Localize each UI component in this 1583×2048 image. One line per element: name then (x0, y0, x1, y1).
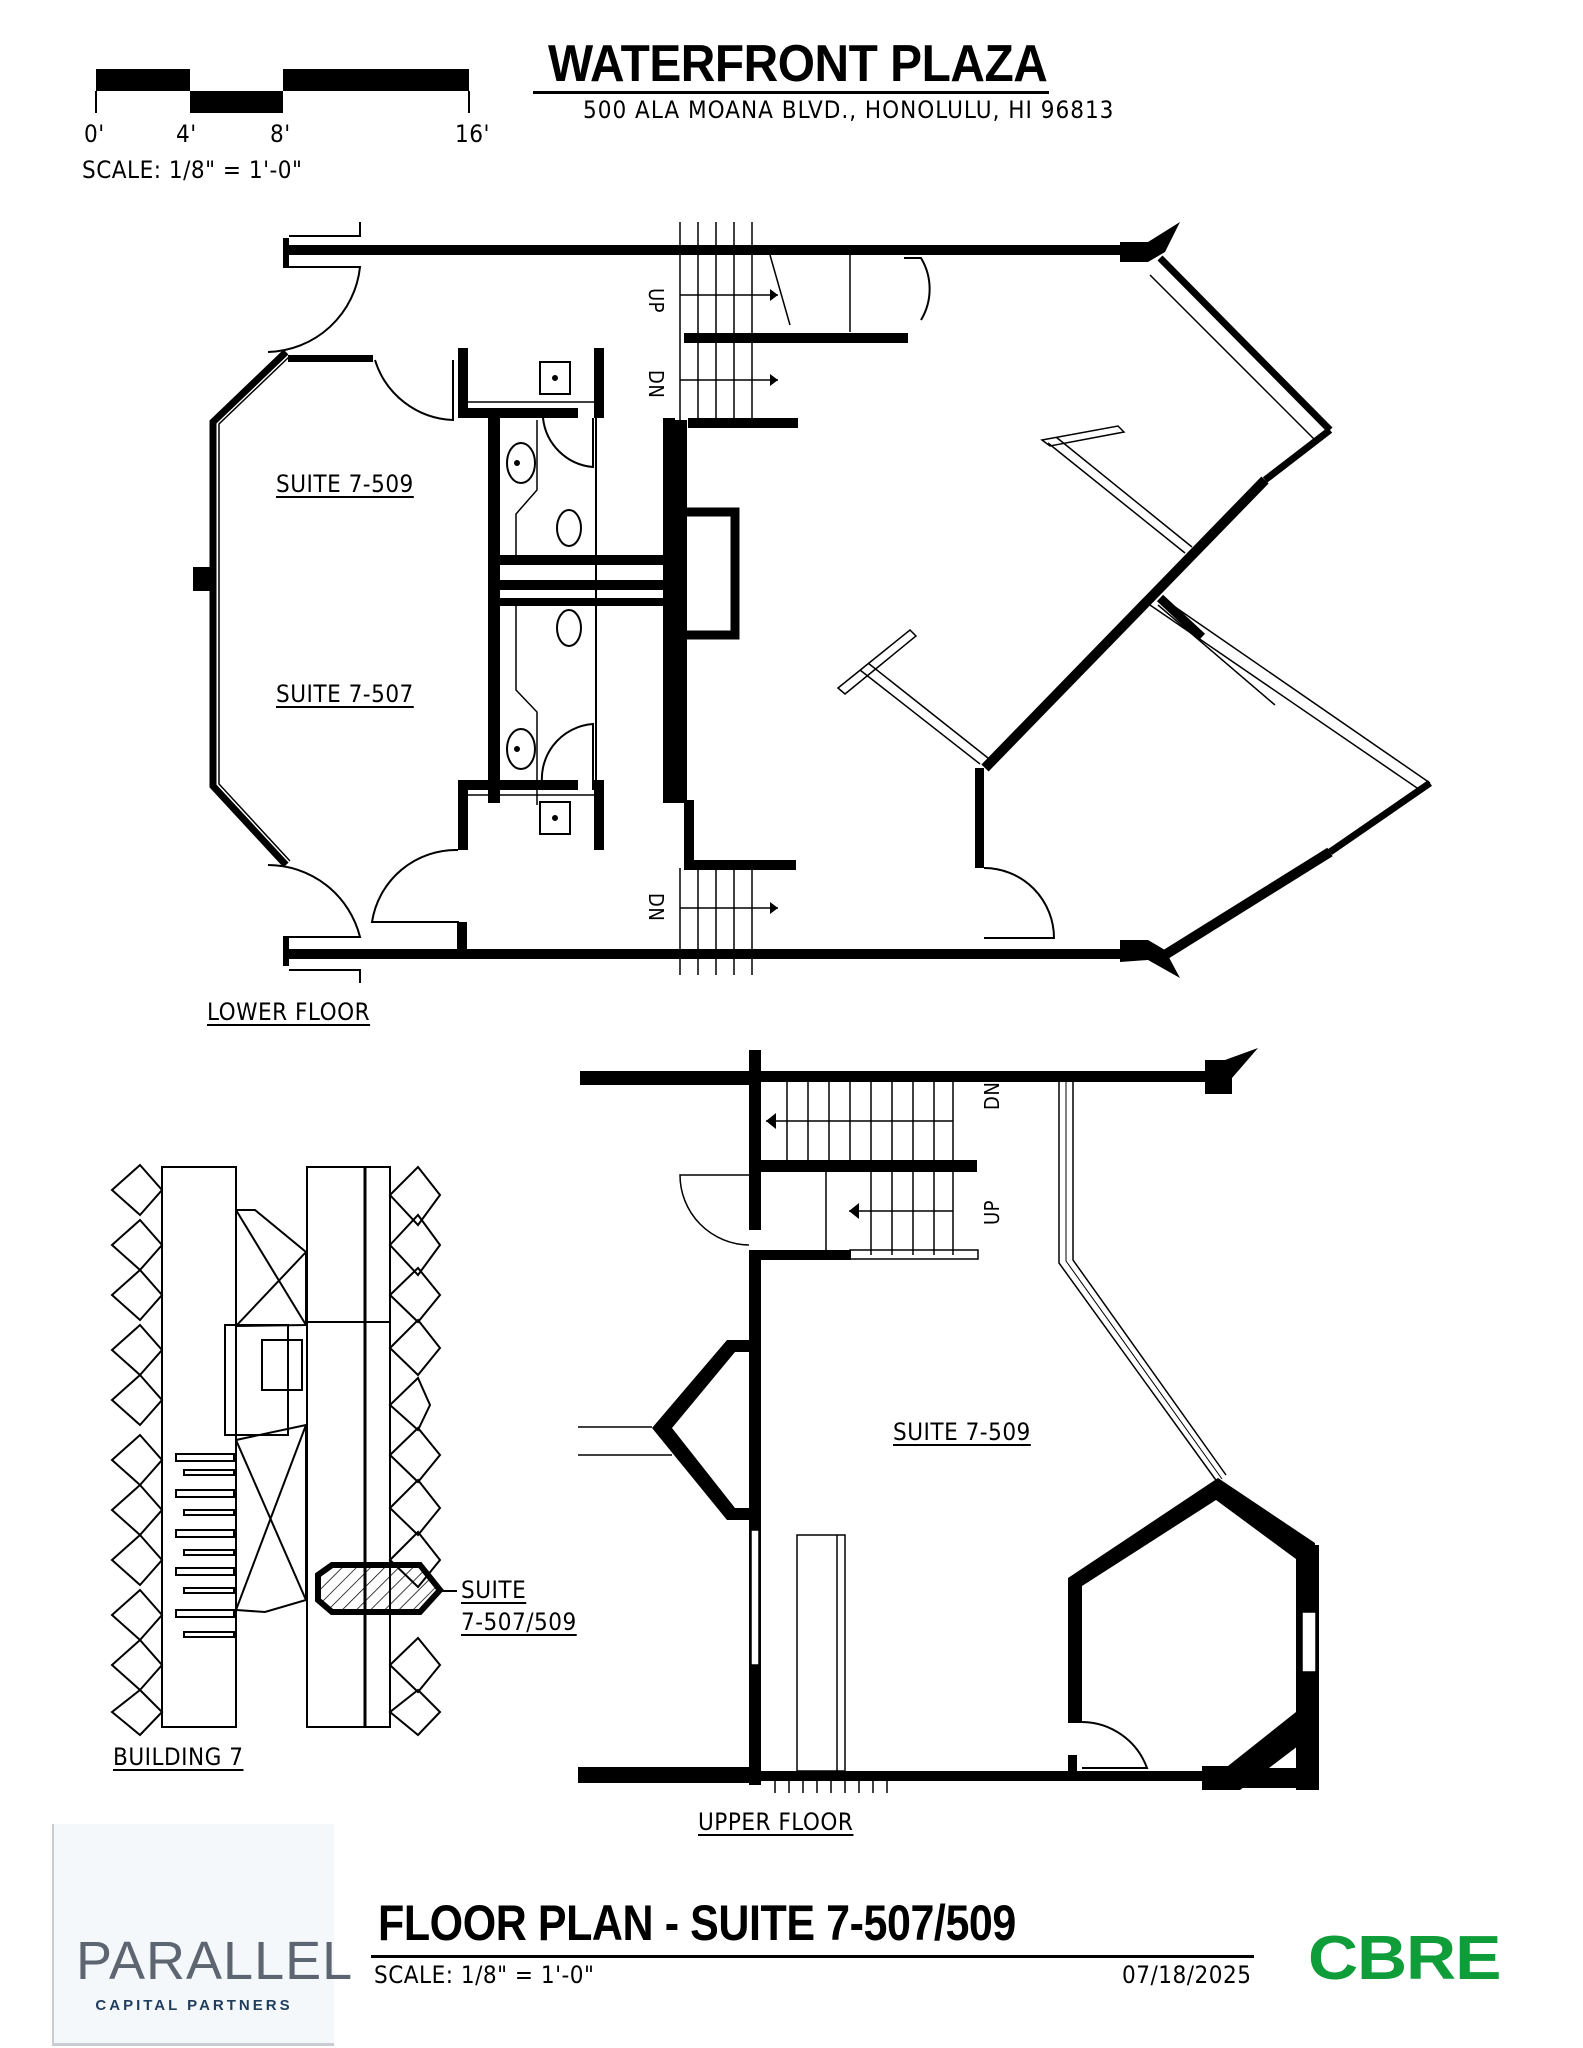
floor-plan-title: FLOOR PLAN - SUITE 7-507/509 (378, 1895, 1016, 1951)
upper-floor-plan (578, 1048, 1319, 1793)
lower-floor-label: LOWER FLOOR (207, 998, 371, 1026)
title-underline (533, 91, 1049, 94)
stair-dn-label-bottom: DN (644, 893, 668, 922)
scale-text: SCALE: 1/8" = 1'-0" (82, 156, 303, 184)
scale-bar (95, 69, 470, 113)
footer-date: 07/18/2025 (1122, 1961, 1252, 1989)
stair-dn-label-top: DN (644, 370, 668, 399)
suite-callout-line1: SUITE (461, 1576, 527, 1604)
footer-scale-text: SCALE: 1/8" = 1'-0" (374, 1961, 595, 1989)
scale-tick-4: 4' (176, 120, 197, 148)
stair-up-label-upper: UP (980, 1199, 1004, 1225)
parallel-wordmark: PARALLEL (76, 1931, 354, 1991)
room-label-suite-7-509-upper: SUITE 7-509 (893, 1418, 1031, 1446)
cbre-logo: CBRE (1308, 1924, 1501, 1993)
parallel-capital-partners-logo: PARALLEL CAPITAL PARTNERS (52, 1824, 352, 2046)
stair-up-label: UP (644, 288, 668, 314)
scale-tick-16: 16' (455, 120, 490, 148)
parallel-subtitle: CAPITAL PARTNERS (95, 1997, 293, 2014)
building-7-label: BUILDING 7 (113, 1743, 244, 1771)
scale-tick-8: 8' (270, 120, 291, 148)
lower-floor-plan (193, 222, 1432, 983)
room-label-suite-7-509-lower: SUITE 7-509 (276, 470, 414, 498)
room-label-suite-7-507: SUITE 7-507 (276, 680, 414, 708)
building-key-plan (110, 1163, 457, 1737)
stair-dn-label-upper: DN (980, 1081, 1004, 1110)
suite-callout-line2: 7-507/509 (461, 1608, 577, 1636)
building-address: 500 ALA MOANA BLVD., HONOLULU, HI 96813 (583, 96, 1115, 124)
footer-rule (371, 1955, 1254, 1958)
upper-floor-label: UPPER FLOOR (698, 1808, 854, 1836)
building-title: WATERFRONT PLAZA (548, 35, 1048, 93)
scale-tick-0: 0' (84, 120, 105, 148)
